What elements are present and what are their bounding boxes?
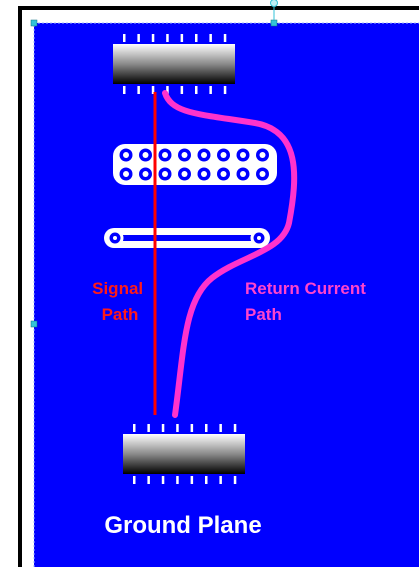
bottom-ic-chip <box>123 424 245 484</box>
return-label-line1: Return Current <box>245 279 366 298</box>
via-drill <box>240 171 246 177</box>
selection-handle-mid-left[interactable] <box>30 320 38 328</box>
via-drill <box>201 171 207 177</box>
via-drill <box>220 152 227 158</box>
bottom-ic-pin-bottom <box>147 476 150 484</box>
via-array <box>113 144 277 185</box>
bottom-ic-pin-top <box>190 424 194 432</box>
bottom-ic-pin-bottom <box>161 476 165 484</box>
bottom-ic-pin-top <box>161 424 165 432</box>
selection-outline[interactable] <box>33 22 419 567</box>
top-ic-pin-bottom <box>166 86 169 94</box>
top-ic-pin-bottom <box>151 86 155 94</box>
via-drill <box>220 171 227 177</box>
top-ic-pin-top <box>223 34 227 42</box>
return-current-path <box>162 90 298 418</box>
bottom-ic-pin-bottom <box>219 476 222 484</box>
bottom-ic-pin-bottom <box>133 476 136 484</box>
via-drill <box>181 152 188 158</box>
bottom-ic-pin-top <box>147 424 150 432</box>
top-ic-pin-top <box>137 34 140 42</box>
bottom-ic-pin-top <box>219 424 222 432</box>
top-ic-pin-top <box>180 34 184 42</box>
ground-plane <box>34 23 419 567</box>
top-ic-chip <box>113 34 235 94</box>
via-drill <box>123 171 129 177</box>
bottom-ic-pin-bottom <box>205 476 208 484</box>
via-drill <box>123 152 129 158</box>
slot-pad-gap <box>115 235 261 241</box>
top-ic-body <box>113 44 235 84</box>
via-array-pad <box>113 144 277 185</box>
top-ic-pin-bottom <box>180 86 184 94</box>
top-ic-pin-bottom <box>137 86 140 94</box>
bottom-ic-pin-top <box>133 424 136 432</box>
slot-pad-right-via-center <box>257 236 261 240</box>
via-drill <box>142 171 149 177</box>
via-drill <box>240 152 246 158</box>
ground-plane-label: Ground Plane <box>104 512 261 539</box>
bottom-ic-pin-top <box>176 424 179 432</box>
via-drill <box>162 152 168 158</box>
bottom-ic-body <box>123 434 245 474</box>
via-drill <box>142 152 149 158</box>
via-drill <box>201 152 207 158</box>
via-drill <box>162 171 168 177</box>
bottom-ic-pin-bottom <box>233 476 237 484</box>
top-ic-pin-top <box>209 34 212 42</box>
slot-pad-left-via-center <box>113 236 117 240</box>
outer-frame <box>18 6 419 567</box>
signal-label-line1: Signal <box>92 279 143 298</box>
selection-handle-top-mid[interactable] <box>270 19 278 27</box>
return-current-label: Return Current Path <box>245 279 371 324</box>
signal-path-label: Signal Path <box>92 279 148 324</box>
bottom-ic-pin-top <box>233 424 237 432</box>
bottom-ic-pin-top <box>205 424 208 432</box>
via-drill <box>259 171 266 177</box>
top-ic-pin-top <box>166 34 169 42</box>
top-ic-pin-top <box>123 34 126 42</box>
top-ic-pin-bottom <box>223 86 227 94</box>
bottom-ic-pin-bottom <box>190 476 194 484</box>
via-drill <box>259 152 266 158</box>
top-ic-pin-top <box>151 34 155 42</box>
signal-label-line2: Path <box>102 305 139 324</box>
selection-handle-top-left[interactable] <box>30 19 38 27</box>
top-ic-pin-top <box>195 34 198 42</box>
top-ic-pin-bottom <box>195 86 198 94</box>
rotation-handle[interactable] <box>270 0 278 7</box>
bottom-ic-pin-bottom <box>176 476 179 484</box>
top-ic-pin-bottom <box>209 86 212 94</box>
return-label-line2: Path <box>245 305 282 324</box>
via-drill <box>181 171 188 177</box>
slot-pad <box>104 228 270 248</box>
top-ic-pin-bottom <box>123 86 126 94</box>
